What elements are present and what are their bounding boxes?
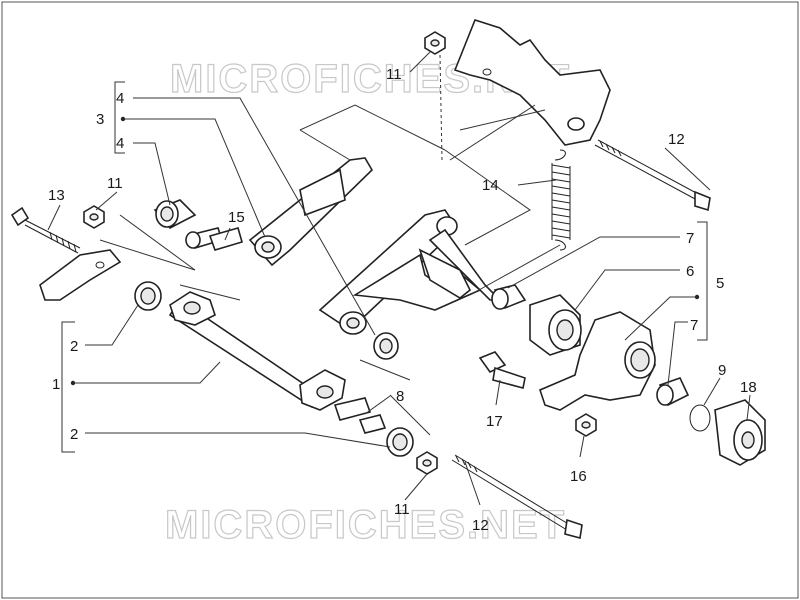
spring-14 [551,149,571,251]
callout-7-lower: 7 [690,317,698,334]
needle-bearing-lower-right [386,427,414,457]
circlip-9 [689,404,711,432]
callout-labels: 1 2 2 3 4 4 5 6 7 7 8 9 11 11 11 12 12 1… [48,66,757,534]
callout-4-upper: 4 [116,90,124,107]
needle-bearing-upper-left [153,199,197,230]
needle-bearing-lower-left [134,281,162,311]
callout-2-lower: 2 [70,426,78,443]
frame-bracket-part [453,19,611,146]
callout-11-bottom: 11 [394,501,410,518]
callout-5: 5 [716,275,724,292]
bolt-12-lower [451,454,583,540]
callout-4-lower: 4 [116,135,124,152]
spacer-sleeve-8 [333,397,387,434]
nut-16 [575,413,597,437]
callout-9: 9 [718,362,726,379]
bushing-7-upper [491,284,527,310]
callout-14: 14 [482,177,499,194]
mounting-plate-left [39,249,122,301]
leader-lines [47,51,751,506]
callout-3: 3 [96,111,104,128]
nut-11-left [83,205,105,229]
callout-13: 13 [48,187,65,204]
callout-12-lower: 12 [472,517,489,534]
nut-11-bottom [416,451,438,475]
callout-1: 1 [52,376,60,393]
bolt-12-upper [594,139,711,212]
engine-link-bracket [539,311,656,411]
watermark-bottom: MICROFICHES.NET [165,503,566,547]
callout-17: 17 [486,413,503,430]
bolt-17 [478,351,526,389]
swing-arm-part [248,157,482,335]
callout-7-upper: 7 [686,230,694,247]
assembly-guide-lines [99,54,561,436]
callout-11-left: 11 [107,175,123,192]
callout-8: 8 [396,388,404,405]
cap-18 [714,399,766,466]
callout-11-top: 11 [386,66,402,83]
needle-bearing-center [373,332,399,360]
callout-18: 18 [740,379,757,396]
callout-15: 15 [228,209,245,226]
callout-12-upper: 12 [668,131,685,148]
bushing-7-lower [656,377,690,407]
silent-block-6 [529,294,582,356]
callout-2-upper: 2 [70,338,78,355]
callout-6: 6 [686,263,694,280]
spacer-sleeve-15 [185,227,243,251]
bolt-13 [10,206,81,254]
callout-16: 16 [570,468,587,485]
long-shaft-part [168,291,346,411]
nut-11-top [424,31,446,55]
